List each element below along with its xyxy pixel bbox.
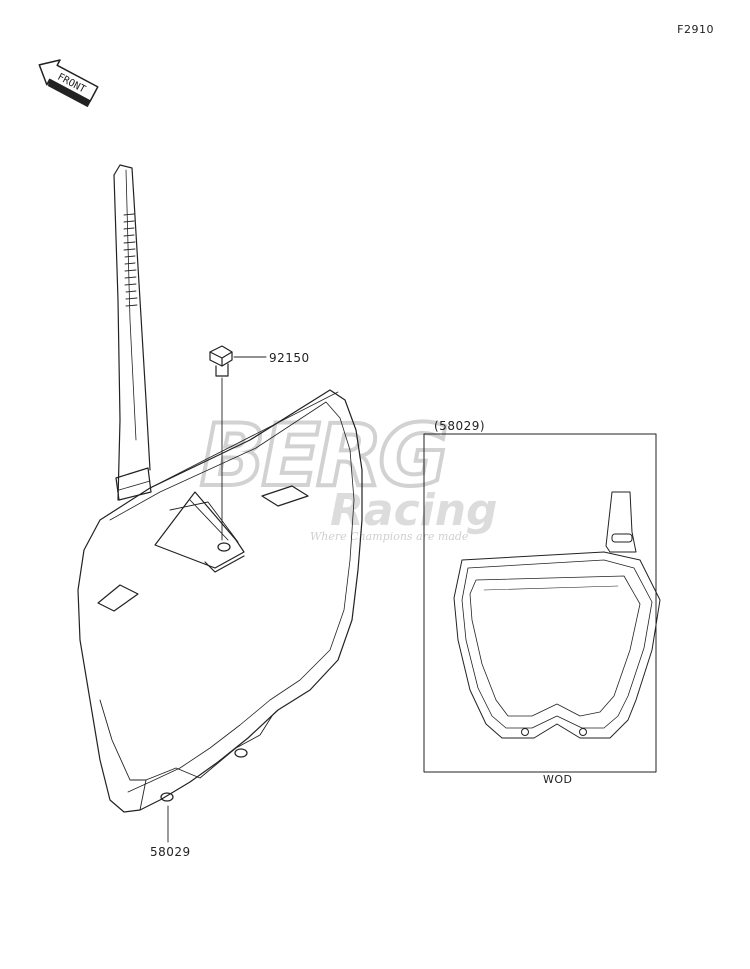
callout-92150: 92150 (269, 351, 310, 365)
mount-hole-right (234, 748, 248, 758)
inset-plate-drawing (453, 491, 661, 739)
figure-code: F2910 (677, 23, 714, 36)
watermark-line1: BERG (200, 410, 446, 506)
inset-label: (58029) (434, 419, 486, 433)
mount-hole-left (160, 792, 174, 802)
watermark-line2: Racing (330, 485, 498, 535)
bolt-icon (209, 345, 267, 541)
front-arrow-icon: FRONT (38, 59, 99, 107)
inset-caption: WOD (543, 773, 573, 786)
callout-58029: 58029 (150, 845, 191, 859)
number-plate-drawing (77, 164, 363, 813)
watermark-tagline: Where Champions are made (310, 530, 469, 543)
inset-frame (423, 433, 657, 773)
watermark-logo: BERG Racing (198, 410, 498, 535)
